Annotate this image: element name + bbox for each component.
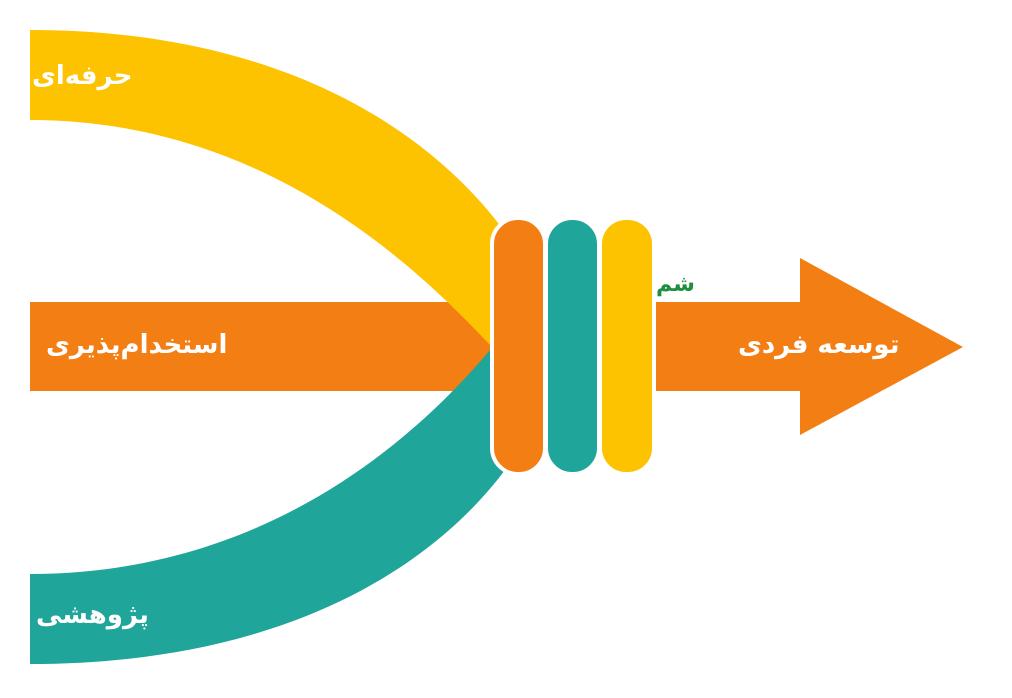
orange-ring bbox=[490, 216, 547, 476]
teal-arc-band bbox=[30, 350, 505, 664]
teal-ring bbox=[544, 216, 601, 476]
label-research: پژوهشی bbox=[36, 600, 149, 630]
logo: شم bbox=[656, 272, 695, 297]
label-employability: استخدام‌پذیری bbox=[46, 330, 228, 360]
label-professional: حرفه‌ای bbox=[32, 61, 133, 91]
yellow-ring bbox=[598, 216, 656, 476]
yellow-arc-band bbox=[30, 30, 505, 345]
label-personal-development: توسعه فردی bbox=[738, 330, 900, 360]
